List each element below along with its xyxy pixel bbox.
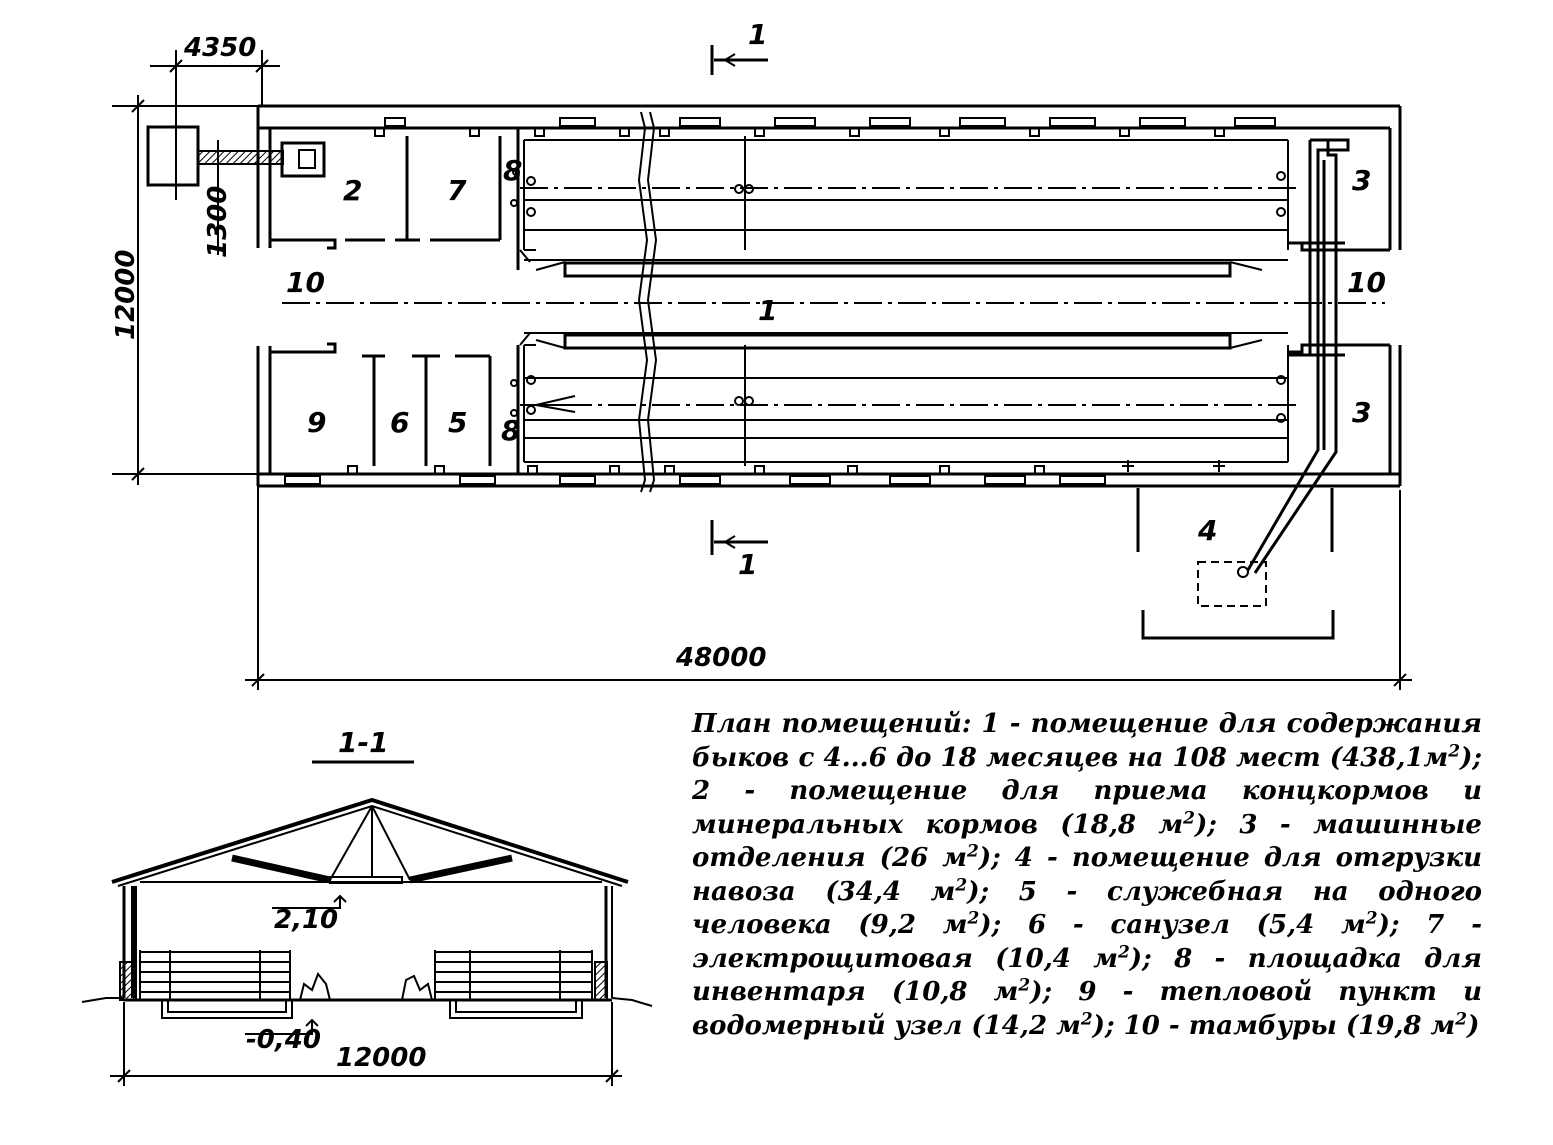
floor-plan: 4350 1300 12000 48000 [111,33,1412,690]
room-label-4: 4 [1197,514,1217,547]
dim-annex-height-label: 1300 [203,186,233,258]
section-mark-bottom: 1 [738,548,757,581]
external-annex-box [146,125,200,187]
wall-columns [347,127,1225,475]
legend-item-1: 1 - помещение для содержания быков с 4..… [692,709,1483,773]
drinker-markers [510,168,1286,423]
room-label-1: 1 [758,294,777,327]
stall-rows [523,136,1289,466]
room-label-8-bottom: 8 [501,414,520,447]
break-line [646,111,658,493]
section-width-label: 12000 [336,1043,426,1073]
section-title: 1-1 [338,726,389,759]
room-label-10-left: 10 [286,266,325,299]
legend-caption: План помещений: 1 - помещение для содерж… [692,708,1482,1043]
wall-windows [284,117,1276,485]
legend-item-6: 6 - санузел (5,4 м2); [1028,908,1400,940]
room-label-3-bottom: 3 [1352,396,1371,429]
section-cut-marker-top [710,45,768,75]
room-label-9: 9 [307,406,326,439]
legend-item-3: 3 - машинные отделения (26 м2); [692,809,1482,874]
legend-item-8: 8 - площадка для инвентаря (10,8 м2); [692,943,1482,1008]
legend-item-2: 2 - помещение для приема концкормов и ми… [692,776,1482,840]
feeding-table-bottom [563,333,1232,350]
manure-conveyor [1237,138,1350,578]
axis-lines [282,187,1385,406]
room-label-3-top: 3 [1352,164,1371,197]
level-top-label: 2,10 [274,905,338,935]
level-bottom-label: -0,40 [246,1025,321,1055]
service-rooms-top [270,128,520,270]
legend-item-7: 7 - электрощитовая (10,4 м2); [692,910,1482,974]
room-label-5: 5 [448,406,467,439]
room-label-8-top: 8 [503,154,522,187]
feeding-table-top [563,261,1232,278]
stall-doors [519,249,576,413]
service-rooms-bottom [270,342,520,474]
feed-hopper [280,141,326,178]
dim-annex-width-label: 4350 [183,33,256,63]
room-label-2: 2 [343,174,362,207]
dimension-annex-width [150,50,280,200]
manure-loading-room [1136,488,1335,640]
room-label-6: 6 [390,406,409,439]
legend-item-5: 5 - служебная на одного человека (9,2 м2… [692,876,1482,941]
room-label-10-right: 10 [1347,266,1386,299]
legend-item-9: 9 - тепловой пункт и водомерный узел (14… [692,977,1482,1041]
outer-walls [256,104,1402,488]
room-label-7: 7 [447,174,467,207]
dim-building-width-label: 12000 [111,250,141,340]
dimension-building-width [112,95,265,485]
cross-section [81,760,653,1086]
legend-lead: План помещений: [692,709,972,739]
section-mark-top: 1 [748,18,767,51]
legend-item-4: 4 - помещение для отгрузки навоза (34,4 … [692,843,1482,907]
dimension-building-length [245,480,1412,690]
legend-item-10: 10 - тамбуры (19,8 м2) [1123,1008,1480,1041]
section-cut-marker-bottom [710,520,768,555]
dim-building-length-label: 48000 [675,643,766,673]
